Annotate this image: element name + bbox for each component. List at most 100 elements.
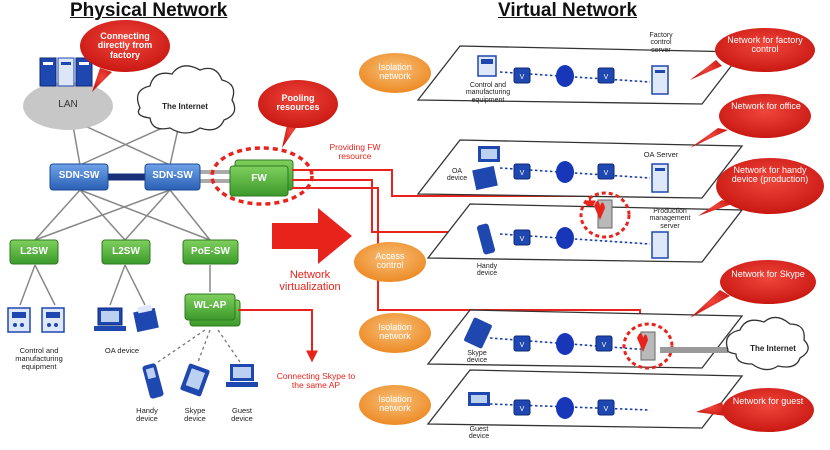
callout-factory <box>80 20 170 92</box>
skype-device-virtual-icon <box>464 317 492 349</box>
pooling-ring <box>210 146 314 206</box>
virtualization-text: Network virtualization <box>279 269 341 293</box>
bubble-skype <box>690 260 816 318</box>
oa-device-icon <box>94 304 159 333</box>
providing-fw-text: Providing FW resource <box>329 142 381 161</box>
l2sw-left-label: L2SW <box>20 246 48 257</box>
fw-link <box>198 170 232 183</box>
guest-device-virtual-label: Guest device <box>468 426 490 441</box>
sdn-sw-left-label: SDN-SW <box>58 170 100 181</box>
access-control-ellipse <box>354 242 426 282</box>
isolation-3-text: Isolation network <box>378 394 412 414</box>
factory-server-label: Factory control server <box>649 32 673 54</box>
bubble-handy <box>698 158 824 216</box>
virtual-switch-label: V <box>602 342 607 349</box>
oa-device-label: OA device <box>104 346 140 355</box>
poe-sw-label: PoE-SW <box>191 246 230 257</box>
isolation-2 <box>359 313 431 353</box>
callout-factory-text: Connecting directly from factory <box>97 31 153 60</box>
internet-cloud-physical <box>136 65 236 134</box>
fw-box-front <box>229 165 289 197</box>
virtual-node-blob <box>556 333 574 355</box>
sdn-sw-left <box>49 163 109 191</box>
skype-ap-text: Connecting Skype to the same AP <box>276 371 356 390</box>
virtual-switch-box <box>513 163 531 180</box>
virtual-node-blob <box>556 227 574 249</box>
virtual-node-blob <box>556 397 574 419</box>
skype-device-icon <box>180 363 210 397</box>
wireless-links <box>157 329 241 363</box>
fw-label: FW <box>251 173 267 184</box>
skype-same-ap-arrow <box>238 309 318 363</box>
guest-device-icon <box>226 364 258 387</box>
virtual-switch-box <box>513 229 531 246</box>
callout-pooling-text: Pooling resources <box>276 93 320 113</box>
sdn-sw-right <box>144 163 201 191</box>
internet-label-physical: The Internet <box>162 102 208 111</box>
virtual-switch-box <box>597 67 615 84</box>
bubble-office <box>690 94 811 148</box>
isolation-1-text: Isolation network <box>378 62 412 82</box>
bubble-handy-text: Network for handy device (production) <box>731 165 809 185</box>
handy-device-label: Handy device <box>136 406 158 423</box>
bubble-office-text: Network for office <box>731 101 801 111</box>
isolation-3 <box>359 385 431 425</box>
virtual-node-blob <box>556 161 574 183</box>
control-equipment-label: Control and manufacturing equipment <box>15 346 63 371</box>
internet-cloud-virtual <box>725 316 809 371</box>
l2sw-right-label: L2SW <box>112 246 140 257</box>
virtual-network-title: Virtual Network <box>498 0 638 21</box>
access-control-text: Access control <box>375 251 405 271</box>
virtual-switch-label: V <box>604 406 609 413</box>
virtual-switch-box <box>595 335 613 352</box>
wl-ap-label: WL-AP <box>193 300 227 311</box>
bubble-skype-text: Network for Skype <box>731 269 805 279</box>
guest-device-virtual-icon <box>468 392 490 406</box>
virtual-switch-label: V <box>604 74 609 81</box>
oa-device-virtual-label: OA device <box>446 168 468 183</box>
bubble-guest-text: Network for guest <box>732 396 804 406</box>
control-equipment-virtual-icon <box>477 55 497 77</box>
control-equipment-virtual-label: Control and manufacturing equipment <box>465 82 511 104</box>
virtualization-arrow <box>272 208 352 264</box>
virtual-switch-box <box>597 399 615 416</box>
lan-servers-icon <box>39 57 93 87</box>
callout-pooling <box>258 80 338 148</box>
virtual-switch-label: V <box>520 170 525 177</box>
bubble-factory-text: Network for factory control <box>727 35 803 55</box>
virtual-node-blob <box>556 65 574 87</box>
production-server-icon <box>651 231 669 259</box>
oa-server-label: OA Server <box>643 150 679 159</box>
poe-sw <box>182 239 239 265</box>
isolation-2-text: Isolation network <box>378 322 412 342</box>
lan-label: LAN <box>58 99 78 110</box>
factory-server-icon <box>651 65 669 95</box>
virtual-switch-label: V <box>604 170 609 177</box>
handy-device-virtual-label: Handy device <box>476 263 498 278</box>
bubble-factory <box>690 28 815 80</box>
firewall-skype-icon <box>622 322 674 370</box>
lan-cloud <box>23 82 113 130</box>
virtual-switch-label: V <box>520 74 525 81</box>
virtual-switch-box <box>513 399 531 416</box>
physical-network-title: Physical Network <box>70 0 228 21</box>
oa-server-icon <box>651 163 669 193</box>
handy-device-virtual-icon <box>476 223 496 255</box>
l2sw-left <box>9 239 59 265</box>
sdn-sw-right-label: SDN-SW <box>152 170 193 181</box>
handy-device-icon <box>142 363 164 399</box>
skype-device-label: Skype device <box>184 406 206 423</box>
physical-links <box>19 119 211 306</box>
isolation-1 <box>359 53 431 93</box>
bubble-guest <box>696 388 814 432</box>
virtual-switch-box <box>513 67 531 84</box>
control-equipment-icon <box>7 307 65 333</box>
production-server-label: Production management server <box>649 208 691 230</box>
guest-device-label: Guest device <box>231 406 253 423</box>
virtual-switch-box <box>597 163 615 180</box>
virtual-switch-box <box>513 335 531 352</box>
virtual-switch-label: V <box>520 342 525 349</box>
oa-device-virtual-icon <box>472 146 500 191</box>
